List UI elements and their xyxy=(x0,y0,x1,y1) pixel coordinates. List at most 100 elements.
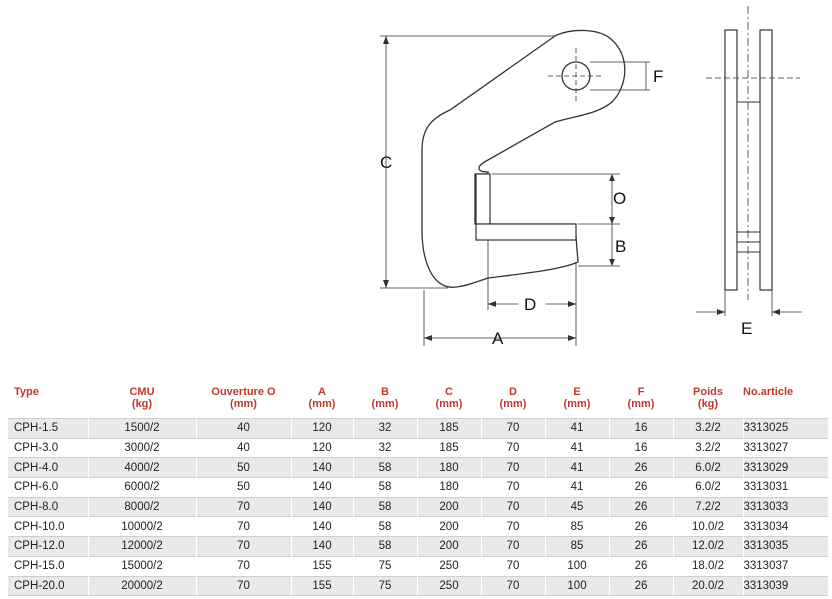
table-cell: 70 xyxy=(480,497,545,517)
table-cell: 120 xyxy=(290,418,353,439)
table-cell: 140 xyxy=(290,516,353,537)
table-cell: 70 xyxy=(480,438,545,458)
table-cell: 15000/2 xyxy=(87,556,196,576)
table-cell: 41 xyxy=(544,438,609,458)
column-header-unit: (mm) xyxy=(627,398,655,410)
dim-label-c: C xyxy=(380,153,392,172)
column-header: Poids(kg) xyxy=(673,384,743,419)
column-header-label: Type xyxy=(14,386,39,398)
table-cell: 58 xyxy=(352,536,417,557)
table-cell: 26 xyxy=(608,477,673,498)
table-cell: 3313034 xyxy=(742,516,828,537)
table-cell: 6.0/2 xyxy=(672,457,743,478)
dim-label-f: F xyxy=(653,67,663,86)
table-cell: CPH-6.0 xyxy=(14,481,59,494)
column-header: CMU(kg) xyxy=(88,384,196,419)
table-cell: 75 xyxy=(352,576,417,596)
table-cell: 70 xyxy=(195,536,291,557)
column-header-unit: (mm) xyxy=(230,398,257,410)
table-cell: 26 xyxy=(608,516,673,537)
column-header: Ouverture O(mm) xyxy=(196,384,291,419)
table-cell: 26 xyxy=(608,576,673,596)
table-cell: CPH-12.0 xyxy=(8,536,88,557)
table-cell: 32 xyxy=(352,418,417,439)
table-cell: CPH-1.5 xyxy=(8,418,88,439)
dim-label-b: B xyxy=(615,237,626,256)
dim-label-e: E xyxy=(741,319,752,338)
column-header-label: D xyxy=(509,386,517,398)
table-cell: 70 xyxy=(480,536,545,557)
clamp-lower-jaw xyxy=(475,223,577,241)
table-cell: 200 xyxy=(416,516,481,537)
clamp-front-view xyxy=(696,6,802,316)
table-cell: 45 xyxy=(544,497,609,517)
table-cell: 70 xyxy=(480,576,545,596)
table-cell: 155 xyxy=(290,556,353,576)
table-cell: CPH-8.0 xyxy=(8,497,88,517)
column-header: B(mm) xyxy=(353,384,417,419)
table-cell: 4000/2 xyxy=(87,457,196,478)
column-header: Type xyxy=(8,384,88,419)
table-cell: 3313031 xyxy=(742,477,828,498)
table-cell: 180 xyxy=(416,477,481,498)
table-cell: 20.0/2 xyxy=(672,576,743,596)
table-cell: 3.2/2 xyxy=(672,418,743,439)
table-cell: CPH-3.0 xyxy=(14,442,59,455)
table-cell: 18.0/2 xyxy=(672,556,743,576)
table-cell: 16 xyxy=(608,418,673,439)
table-cell: 3313039 xyxy=(742,576,828,596)
table-cell: CPH-20.0 xyxy=(8,576,88,596)
table-cell: 58 xyxy=(352,516,417,537)
column-header-unit: (mm) xyxy=(371,398,399,410)
table-cell: 58 xyxy=(352,477,417,498)
table-cell: 3313035 xyxy=(742,536,828,557)
table-cell: 40 xyxy=(195,438,291,458)
table-cell: 41 xyxy=(544,418,609,439)
table-cell: 250 xyxy=(416,556,481,576)
column-header-label: Ouverture O xyxy=(211,386,276,398)
table-cell: 26 xyxy=(608,536,673,557)
column-header-label: F xyxy=(637,386,645,398)
column-header-label: CMU xyxy=(129,386,155,398)
column-header: C(mm) xyxy=(417,384,481,419)
dim-label-o: O xyxy=(613,189,626,208)
table-cell: 3313037 xyxy=(742,556,828,576)
column-header: F(mm) xyxy=(609,384,673,419)
table-cell: 10.0/2 xyxy=(672,516,743,537)
column-header-unit: (mm) xyxy=(435,398,463,410)
table-cell: 180 xyxy=(416,457,481,478)
table-cell: 155 xyxy=(290,576,353,596)
table-cell: 70 xyxy=(480,457,545,478)
table-cell: 250 xyxy=(416,576,481,596)
table-cell: 3.2/2 xyxy=(672,438,743,458)
table-cell: 41 xyxy=(544,457,609,478)
column-header-unit: (mm) xyxy=(563,398,591,410)
table-cell: 16 xyxy=(608,438,673,458)
column-header: No.article xyxy=(743,384,828,419)
column-header-unit: (kg) xyxy=(697,398,719,410)
table-cell: 100 xyxy=(544,556,609,576)
table-cell: 70 xyxy=(195,516,291,537)
table-cell: 70 xyxy=(480,418,545,439)
table-cell: 3000/2 xyxy=(87,438,196,458)
table-cell: 120 xyxy=(290,438,353,458)
table-cell: 41 xyxy=(544,477,609,498)
clamp-technical-drawing: F C O B D A E xyxy=(380,6,802,348)
column-header-unit: (kg) xyxy=(131,398,153,410)
table-cell: 70 xyxy=(480,516,545,537)
table-cell: 26 xyxy=(608,457,673,478)
table-cell: 8000/2 xyxy=(87,497,196,517)
column-header-label: E xyxy=(573,386,581,398)
column-header-label: No.article xyxy=(743,386,794,398)
table-cell: 12.0/2 xyxy=(672,536,743,557)
column-header: A(mm) xyxy=(291,384,353,419)
column-header-label: B xyxy=(381,386,389,398)
